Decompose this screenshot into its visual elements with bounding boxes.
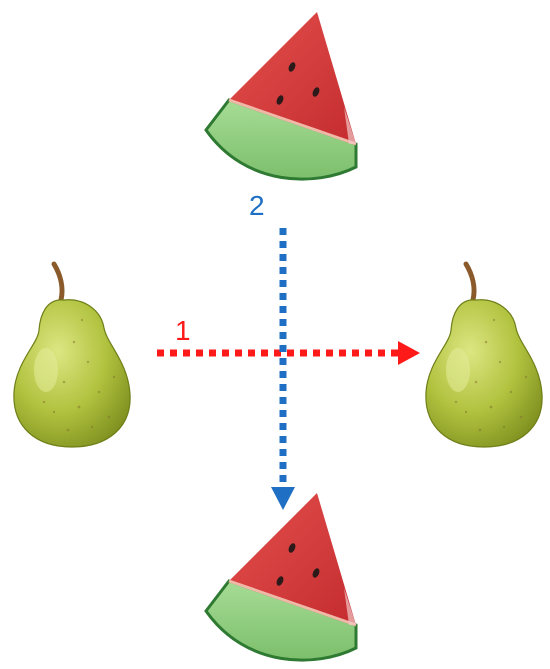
- watermelon-slice-top-icon: [204, 10, 358, 181]
- arrow-1-head: [398, 341, 420, 365]
- pear-left-icon: [14, 264, 130, 447]
- arrow-2-label: 2: [249, 190, 265, 221]
- arrow-1: 1: [157, 315, 420, 365]
- watermelon-slice-bottom-icon: [204, 491, 358, 662]
- arrow-2-head: [271, 487, 295, 510]
- pear-right-icon: [426, 264, 542, 447]
- arrow-2: 2: [249, 190, 295, 510]
- arrow-1-label: 1: [175, 315, 191, 346]
